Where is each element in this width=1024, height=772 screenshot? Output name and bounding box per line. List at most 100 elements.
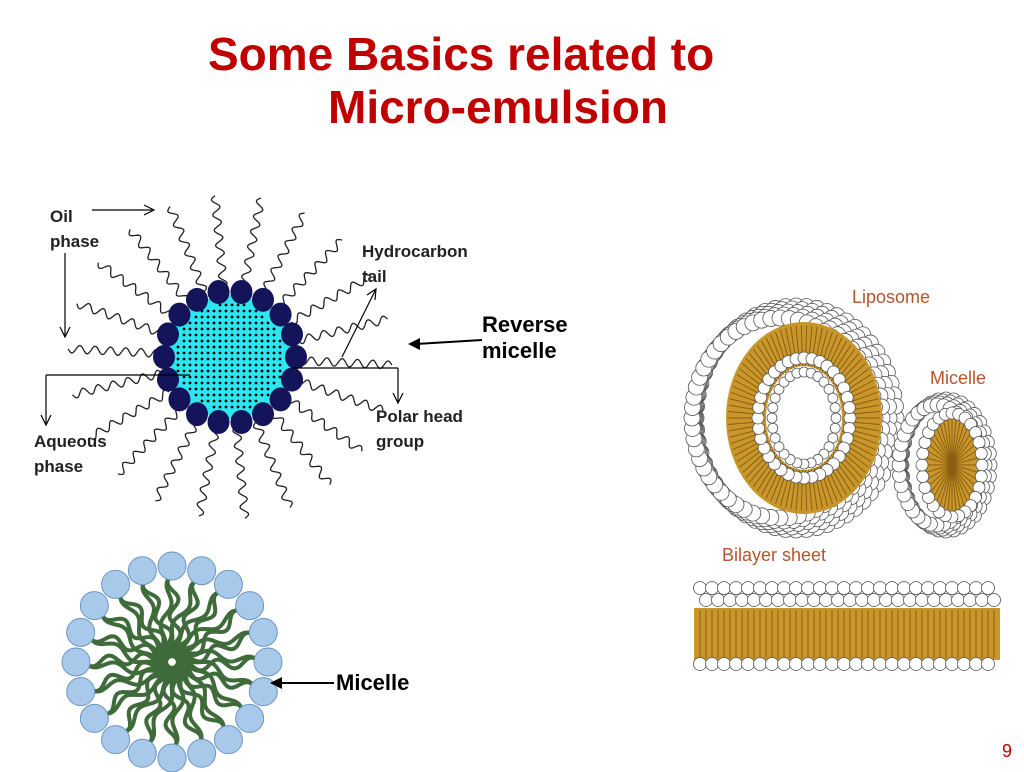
water-dot bbox=[212, 315, 216, 319]
water-dot bbox=[248, 393, 252, 397]
water-dot bbox=[188, 321, 192, 325]
water-dot bbox=[278, 369, 282, 373]
micelle-tail bbox=[164, 588, 226, 651]
water-dot bbox=[212, 387, 216, 391]
lipid-tail bbox=[951, 464, 968, 503]
water-dot bbox=[242, 315, 246, 319]
water-dot bbox=[266, 327, 270, 331]
water-dot bbox=[260, 363, 264, 367]
water-dot bbox=[218, 345, 222, 349]
water-dot bbox=[200, 345, 204, 349]
annotation-lines bbox=[40, 204, 404, 427]
water-dot bbox=[218, 405, 222, 409]
water-dot bbox=[230, 327, 234, 331]
lipid-tail bbox=[947, 464, 953, 510]
water-dot bbox=[194, 333, 198, 337]
water-dot bbox=[188, 339, 192, 343]
water-dot bbox=[248, 405, 252, 409]
water-dot bbox=[254, 393, 258, 397]
water-dot bbox=[200, 369, 204, 373]
bilayer-head bbox=[951, 593, 965, 607]
water-dot bbox=[206, 357, 210, 361]
water-dot bbox=[194, 393, 198, 397]
micelle-tail bbox=[169, 608, 246, 651]
water-dot bbox=[206, 315, 210, 319]
bilayer-head bbox=[909, 581, 923, 595]
water-dot bbox=[236, 357, 240, 361]
water-dot bbox=[200, 351, 204, 355]
micelle-tail bbox=[86, 632, 164, 673]
lipid-head bbox=[767, 402, 779, 414]
aqueous-core bbox=[168, 295, 292, 419]
water-dot bbox=[212, 333, 216, 337]
hydrocarbon-tail bbox=[278, 238, 343, 308]
hydrocarbon-tail bbox=[128, 229, 189, 303]
lipid-tail bbox=[951, 464, 957, 510]
water-dot bbox=[230, 381, 234, 385]
water-dot bbox=[248, 363, 252, 367]
water-dot bbox=[236, 369, 240, 373]
bilayer-head bbox=[699, 593, 713, 607]
water-dot bbox=[176, 369, 180, 373]
lipid-tail bbox=[951, 450, 977, 466]
bilayer-head bbox=[759, 593, 773, 607]
micelle-tail bbox=[140, 576, 163, 661]
water-dot bbox=[254, 333, 258, 337]
water-dot bbox=[236, 393, 240, 397]
bilayer-head bbox=[741, 581, 755, 595]
polar-head bbox=[186, 287, 208, 312]
bilayer-head bbox=[987, 593, 1001, 607]
water-dot bbox=[230, 345, 234, 349]
water-dot bbox=[254, 321, 258, 325]
water-dot bbox=[266, 345, 270, 349]
water-dot bbox=[212, 363, 216, 367]
water-dot bbox=[278, 345, 282, 349]
water-dot bbox=[188, 345, 192, 349]
lipid-tail bbox=[951, 464, 976, 487]
bilayer-head bbox=[849, 581, 863, 595]
micelle-tail bbox=[183, 659, 226, 736]
water-dot bbox=[242, 405, 246, 409]
water-dot bbox=[206, 387, 210, 391]
water-dot bbox=[248, 339, 252, 343]
hydrocarbon-tail bbox=[89, 389, 170, 441]
water-dot bbox=[212, 327, 216, 331]
water-dot bbox=[254, 363, 258, 367]
water-dot bbox=[182, 375, 186, 379]
water-dot bbox=[224, 345, 228, 349]
lipid-structures-illustration bbox=[683, 297, 1001, 671]
lipid-tail bbox=[930, 464, 953, 493]
lipid-tail bbox=[936, 427, 953, 466]
water-dot bbox=[236, 345, 240, 349]
lipid-tail bbox=[951, 432, 971, 466]
water-dot bbox=[272, 363, 276, 367]
micelle-head bbox=[213, 725, 243, 755]
water-dot bbox=[194, 387, 198, 391]
bilayer-head bbox=[969, 657, 983, 671]
water-dot bbox=[218, 333, 222, 337]
water-dot bbox=[212, 369, 216, 373]
water-dot bbox=[248, 345, 252, 349]
water-dot bbox=[242, 309, 246, 313]
water-dot bbox=[200, 327, 204, 331]
water-dot bbox=[254, 309, 258, 313]
oil-phase-label: Oil phase bbox=[50, 207, 100, 251]
liposome-label: Liposome bbox=[852, 287, 931, 307]
bilayer-sheet-label: Bilayer sheet bbox=[722, 545, 827, 565]
water-dot bbox=[260, 327, 264, 331]
water-dot bbox=[218, 387, 222, 391]
bilayer-head bbox=[897, 581, 911, 595]
water-dot bbox=[272, 339, 276, 343]
water-dot bbox=[242, 393, 246, 397]
water-dot bbox=[212, 381, 216, 385]
water-dot bbox=[230, 375, 234, 379]
bilayer-head bbox=[867, 593, 881, 607]
water-dot bbox=[188, 381, 192, 385]
bilayer-head bbox=[705, 581, 719, 595]
bilayer-head bbox=[975, 593, 989, 607]
bilayer-head bbox=[921, 657, 935, 671]
bilayer-head bbox=[981, 657, 995, 671]
hydrocarbon-tail bbox=[271, 411, 332, 485]
water-dot bbox=[218, 399, 222, 403]
water-dot bbox=[200, 333, 204, 337]
